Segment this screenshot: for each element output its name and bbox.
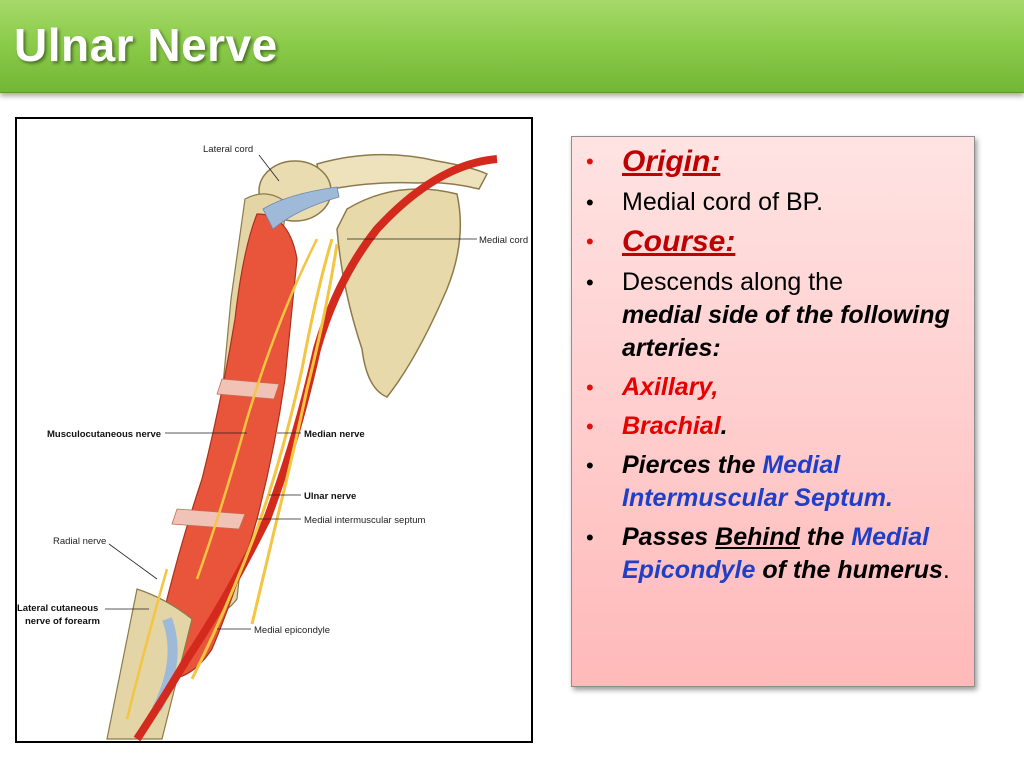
label-medial-intermuscular-septum: Medial intermuscular septum (304, 515, 426, 526)
bullet-icon: • (586, 525, 594, 550)
label-medial-cord: Medial cord (479, 235, 528, 246)
passes-of-the-humerus: of the humerus (762, 556, 943, 584)
scapula (336, 188, 462, 398)
info-panel: • Origin: • Medial cord of BP. • Course:… (571, 136, 975, 687)
ulnar-nerve-path (250, 243, 339, 625)
arm-illustration: Lateral cord Medial cord Musculocutaneou… (17, 144, 528, 741)
descends-text: Descends along the (622, 268, 843, 296)
list-item: • Course: (584, 225, 964, 260)
passes-behind: Behind (715, 523, 800, 551)
axillary-text: Axillary, (622, 373, 719, 401)
bullet-icon: • (586, 190, 594, 215)
bullet-icon: • (586, 149, 594, 174)
passes-medial-epicondyle: Medial Epicondyle (622, 523, 930, 584)
bullet-icon: • (586, 414, 594, 439)
label-medial-epicondyle: Medial epicondyle (254, 625, 330, 636)
origin-heading: Origin: (622, 145, 721, 178)
passes-text: Passes (622, 523, 709, 551)
course-heading: Course: (622, 225, 736, 258)
brachial-period: . (720, 412, 728, 440)
label-median-nerve: Median nerve (304, 429, 365, 440)
passes-period: . (942, 556, 950, 584)
anatomy-figure: Lateral cord Medial cord Musculocutaneou… (15, 117, 533, 743)
bullet-icon: • (586, 270, 594, 295)
median-nerve-path (190, 238, 334, 680)
pierces-period: . (885, 484, 893, 512)
bullet-icon: • (586, 229, 594, 254)
label-lateral-cord: Lateral cord (203, 144, 253, 155)
label-ulnar-nerve: Ulnar nerve (304, 491, 356, 502)
radial-nerve-path (125, 568, 169, 720)
musculocutaneous-nerve-path (195, 238, 319, 580)
descends-emphasis: medial side of the following arteries: (622, 301, 950, 362)
biceps-muscle (161, 213, 298, 680)
list-item: • Brachial. (584, 410, 964, 443)
origin-text: Medial cord of BP. (622, 188, 824, 216)
list-item: • Origin: (584, 145, 964, 180)
bullet-icon: • (586, 453, 594, 478)
label-musculocutaneous-nerve: Musculocutaneous nerve (47, 429, 161, 440)
label-lateral-cutaneous-line1: Lateral cutaneous (17, 603, 98, 614)
list-item: • Axillary, (584, 371, 964, 404)
brachial-text: Brachial (622, 412, 721, 440)
slide-title: Ulnar Nerve (14, 19, 278, 71)
pierces-septum: Medial Intermuscular Septum (622, 451, 886, 512)
list-item: • Pierces the Medial Intermuscular Septu… (584, 449, 964, 515)
passes-the: the (806, 523, 845, 551)
list-item: • Descends along the medial side of the … (584, 266, 964, 365)
label-lateral-cutaneous-line2: nerve of forearm (25, 616, 100, 627)
list-item: • Passes Behind the Medial Epicondyle of… (584, 521, 964, 587)
list-item: • Medial cord of BP. (584, 186, 964, 219)
title-bar: Ulnar Nerve (0, 0, 1024, 93)
bullet-list: • Origin: • Medial cord of BP. • Course:… (584, 145, 964, 593)
clavicle (316, 153, 489, 192)
pierces-text: Pierces the (622, 451, 756, 479)
bullet-icon: • (586, 375, 594, 400)
label-radial-nerve: Radial nerve (53, 536, 106, 547)
